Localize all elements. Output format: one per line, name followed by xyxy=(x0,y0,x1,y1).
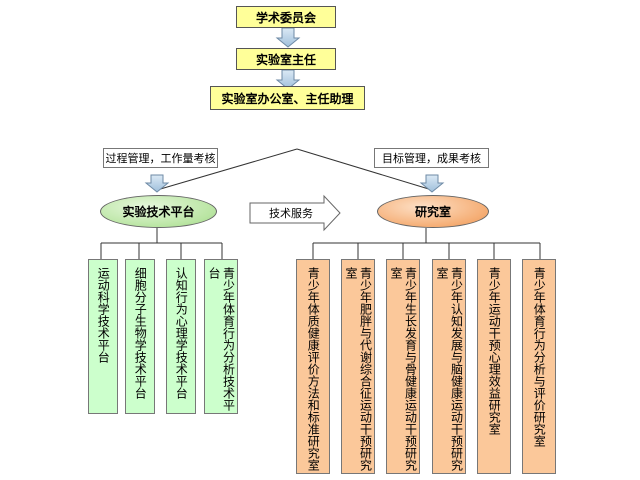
committee-label: 学术委员会 xyxy=(255,10,316,25)
left-tree xyxy=(100,228,223,259)
lab-box: 青少年肥胖与代谢综合征运动干预研究室 xyxy=(341,259,375,474)
down-arrow xyxy=(275,27,301,48)
right-note: 目标管理，成果考核 xyxy=(374,148,489,168)
down-arrow xyxy=(144,174,170,193)
lab-box: 青少年运动干预心理效益研究室 xyxy=(477,259,511,474)
office-label: 实验室办公室、主任助理 xyxy=(221,91,354,106)
lab-box: 青少年体质健康评价方法和标准研究室 xyxy=(296,259,330,474)
left-note: 过程管理，工作量考核 xyxy=(103,148,218,168)
service-arrow: 技术服务 xyxy=(269,207,313,220)
down-arrow xyxy=(419,174,445,193)
platform-box: 细胞分子生物学技术平台 xyxy=(125,259,155,414)
split-line-left xyxy=(156,148,298,191)
committee-box: 学术委员会 xyxy=(236,6,336,28)
platform-box: 青少年体育行为分析技术平台 xyxy=(204,259,238,414)
platform-box: 认知行为心理学技术平台 xyxy=(166,259,196,414)
director-label: 实验室主任 xyxy=(255,52,316,67)
lab-box: 青少年生长发育与骨健康运动干预研究室 xyxy=(386,259,420,474)
director-box: 实验室主任 xyxy=(236,48,336,70)
split-line-right xyxy=(296,148,433,191)
lab-box: 青少年认知发展与脑健康运动干预研究室 xyxy=(432,259,466,474)
office-box: 实验室办公室、主任助理 xyxy=(210,86,365,110)
right-tree xyxy=(312,228,541,259)
service-arrow-shape xyxy=(249,194,341,232)
down-arrow xyxy=(275,69,301,90)
platform-box: 运动科学技术平台 xyxy=(88,259,118,414)
lab-box: 青少年体育行为分析与评价研究室 xyxy=(522,259,556,474)
tech-platform-node: 实验技术平台 xyxy=(100,195,217,228)
research-lab-node: 研究室 xyxy=(377,195,489,228)
